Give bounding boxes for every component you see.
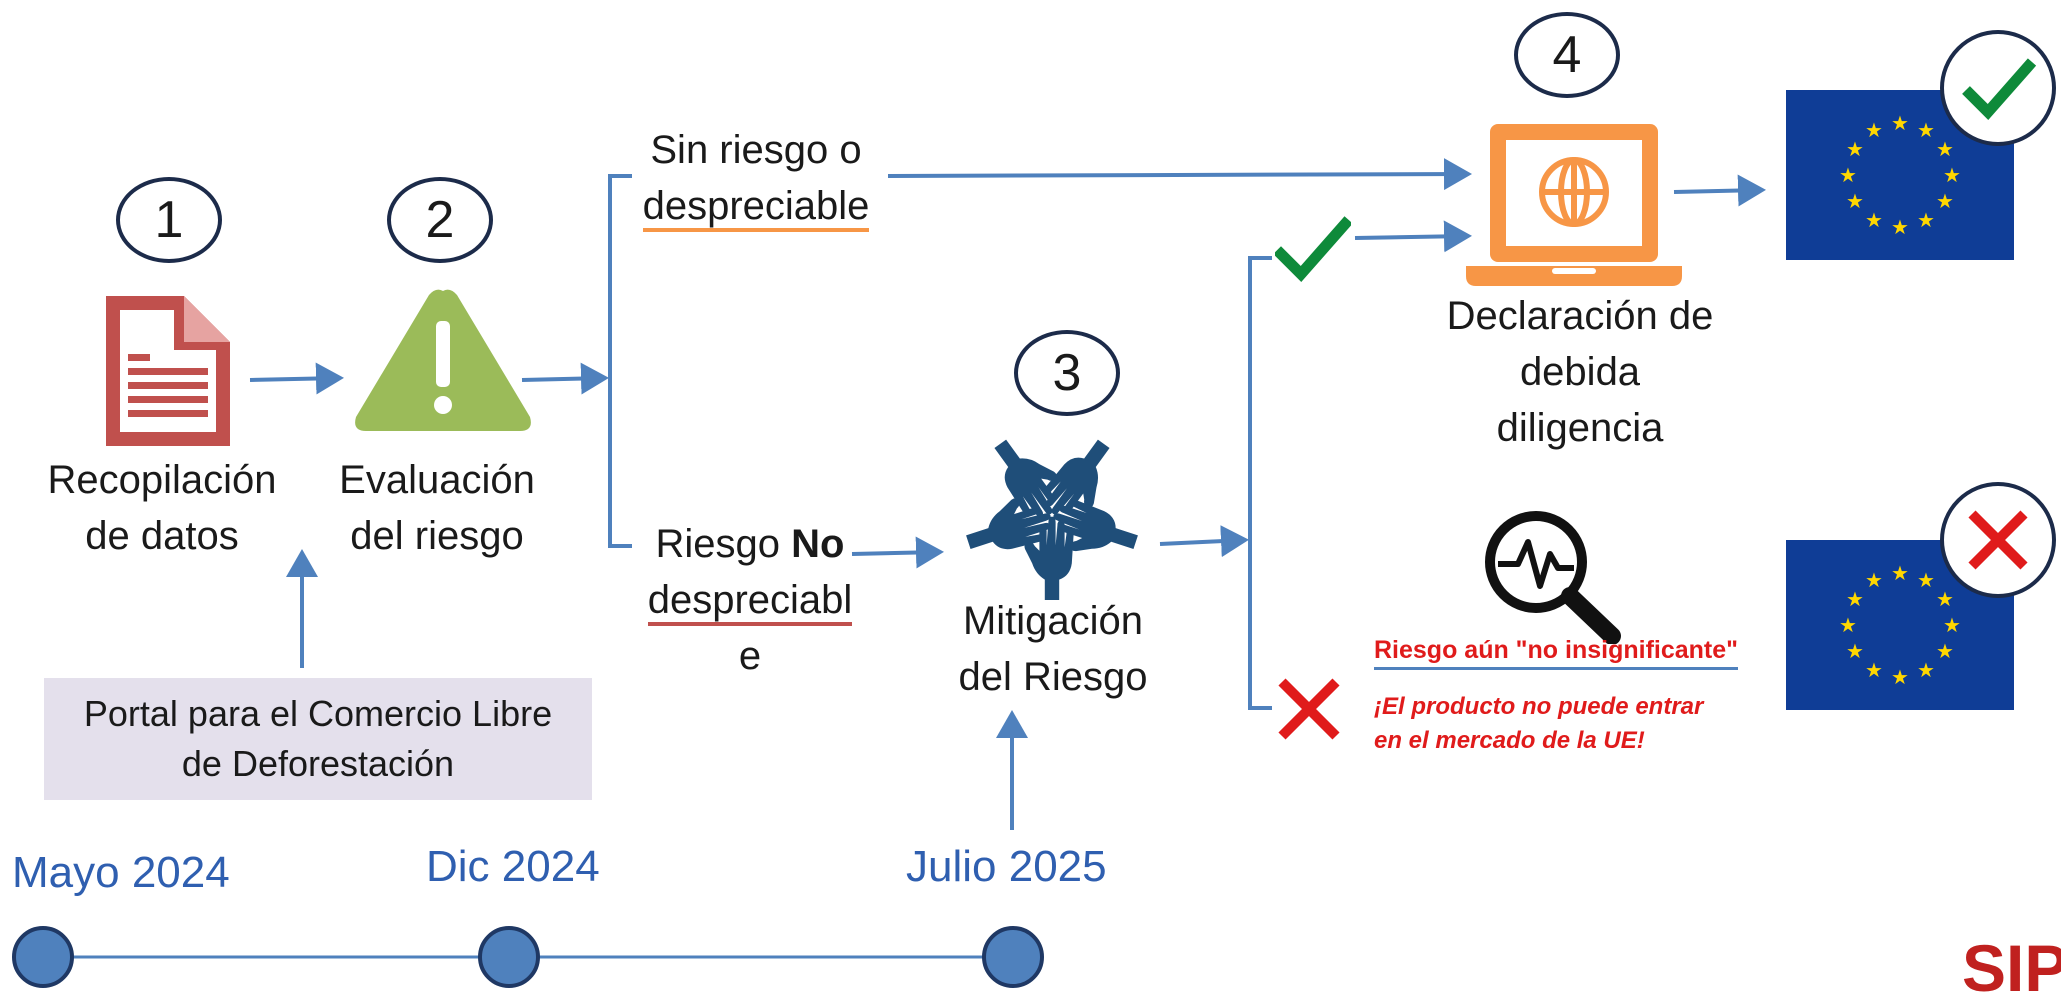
svg-text:★: ★ (1917, 658, 1935, 682)
portal-line1: Portal para el Comercio Libre (83, 693, 553, 734)
sin-riesgo-label: Sin riesgo o despreciable (632, 122, 880, 234)
document-icon (106, 296, 230, 446)
svg-text:★: ★ (1917, 208, 1935, 232)
riesgo-no-line2: despreciabl (647, 578, 853, 626)
step-2-circle: 2 (387, 177, 493, 263)
evaluacion-label-line2: del riesgo (350, 514, 524, 558)
approved-badge (1940, 30, 2056, 146)
mitigacion-label: Mitigación del Riesgo (926, 593, 1180, 705)
recopilacion-label-line1: Recopilación (47, 458, 277, 502)
timeline-dot-1 (12, 926, 74, 988)
arrow-laptop-to-eu (1673, 174, 1766, 207)
arrow-sin-riesgo-to-laptop (887, 158, 1472, 191)
check-icon (1275, 216, 1351, 283)
hands-circle-icon (959, 430, 1143, 600)
svg-text:★: ★ (1936, 189, 1954, 213)
riesgo-no-line3: e (738, 634, 762, 678)
svg-text:★: ★ (1846, 137, 1864, 161)
warning-triangle-icon (355, 289, 531, 431)
svg-text:★: ★ (1846, 189, 1864, 213)
check-icon (1962, 58, 2037, 121)
portal-box: Portal para el Comercio Libre de Defores… (44, 678, 592, 800)
svg-text:★: ★ (1839, 613, 1857, 637)
arrow-riesgo-no-to-mitigacion (851, 536, 944, 569)
step-4-number: 4 (1552, 26, 1582, 84)
eu-stars: ★★★ ★★★ ★★★ ★★★ (1839, 561, 1961, 689)
riesgo-no-bold: No (791, 522, 845, 566)
evaluacion-label-line1: Evaluación (339, 458, 535, 502)
laptop-globe-icon (1466, 124, 1682, 286)
cross-icon (1278, 678, 1340, 740)
bracket-branch-2 (1248, 256, 1272, 710)
step-2-number: 2 (425, 191, 455, 249)
riesgo-no-label: Riesgo No despreciabl e (624, 516, 876, 684)
magnifier-pulse-icon (1485, 511, 1621, 644)
sip-logo: SIP (1962, 931, 2061, 1005)
bracket-branch-1 (608, 174, 632, 548)
recopilacion-label-line2: de datos (85, 514, 239, 558)
timeline-date-2: Dic 2024 (426, 842, 600, 891)
rejected-badge (1940, 482, 2056, 598)
svg-text:★: ★ (1846, 639, 1864, 663)
recopilacion-label: Recopilación de datos (30, 452, 294, 564)
sin-riesgo-line2: despreciable (642, 184, 870, 232)
evaluacion-label: Evaluación del riesgo (316, 452, 558, 564)
timeline-date-1: Mayo 2024 (12, 848, 230, 897)
step-3-number: 3 (1052, 344, 1082, 402)
portal-line2: de Deforestación (181, 743, 455, 784)
svg-text:★: ★ (1865, 568, 1883, 592)
svg-text:★: ★ (1865, 208, 1883, 232)
step-3-circle: 3 (1014, 330, 1120, 416)
svg-text:★: ★ (1891, 561, 1909, 585)
svg-text:★: ★ (1936, 639, 1954, 663)
producto-warning-line1: ¡El producto no puede entrar (1374, 693, 1704, 720)
arrow-evaluacion-to-branch (521, 362, 609, 395)
cross-icon (1968, 510, 2028, 570)
svg-text:★: ★ (1846, 587, 1864, 611)
declaracion-label-line3: diligencia (1496, 406, 1664, 450)
svg-text:★: ★ (1865, 118, 1883, 142)
svg-text:★: ★ (1943, 163, 1961, 187)
step-1-number: 1 (154, 191, 184, 249)
svg-text:★: ★ (1891, 665, 1909, 689)
producto-warning: ¡El producto no puede entrar en el merca… (1374, 690, 1703, 758)
step-4-circle: 4 (1514, 12, 1620, 98)
mitigacion-label-line2: del Riesgo (958, 655, 1148, 699)
svg-text:★: ★ (1917, 118, 1935, 142)
arrow-datos-to-evaluacion (249, 362, 344, 395)
svg-text:★: ★ (1891, 215, 1909, 239)
svg-text:★: ★ (1839, 163, 1857, 187)
timeline-dot-2 (478, 926, 540, 988)
declaracion-label-line2: debida (1519, 350, 1641, 394)
arrow-check-to-laptop (1354, 220, 1472, 253)
mitigacion-label-line1: Mitigación (962, 599, 1144, 643)
svg-text:★: ★ (1936, 137, 1954, 161)
svg-text:★: ★ (1891, 111, 1909, 135)
arrow-mitigacion-to-branch (1159, 525, 1249, 558)
svg-text:★: ★ (1936, 587, 1954, 611)
declaracion-label: Declaración de debida diligencia (1420, 288, 1740, 456)
riesgo-no-prefix: Riesgo (655, 522, 792, 566)
riesgo-aun-label: Riesgo aún "no insignificante" (1374, 636, 1739, 670)
declaracion-label-line1: Declaración de (1446, 294, 1714, 338)
timeline-dot-3 (982, 926, 1044, 988)
svg-text:★: ★ (1943, 613, 1961, 637)
timeline-date-3: Julio 2025 (906, 842, 1107, 891)
svg-text:★: ★ (1917, 568, 1935, 592)
sin-riesgo-line1: Sin riesgo o (650, 128, 862, 172)
svg-text:★: ★ (1865, 658, 1883, 682)
producto-warning-line2: en el mercado de la UE! (1374, 727, 1645, 754)
step-1-circle: 1 (116, 177, 222, 263)
eu-stars: ★★★ ★★★ ★★★ ★★★ (1839, 111, 1961, 239)
